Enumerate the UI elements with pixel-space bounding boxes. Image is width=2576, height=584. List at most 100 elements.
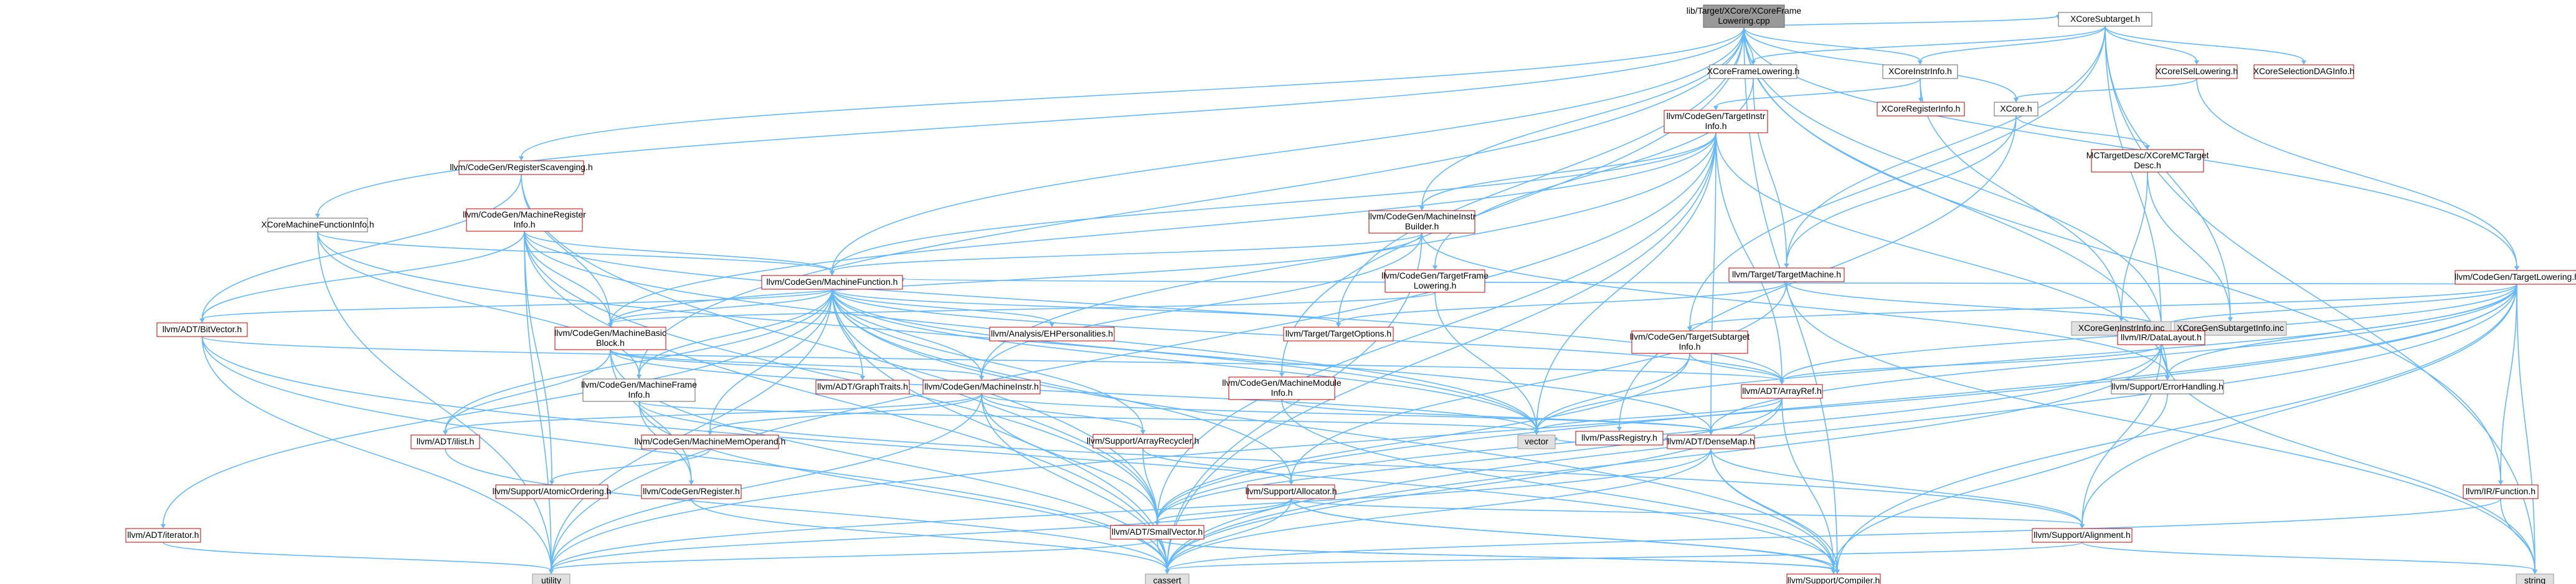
- edge-machinefunction-to-iterator: [163, 289, 833, 525]
- node-xcoresellowering[interactable]: XCoreISelLowering.h: [2156, 64, 2238, 79]
- edge-targetlowering-to-densemap: [1710, 284, 2517, 432]
- node-xcorefuncinfo[interactable]: XCoreMachineFunctionInfo.h: [261, 218, 374, 232]
- node-densemap[interactable]: llvm/ADT/DenseMap.h: [1667, 434, 1755, 449]
- node-targetmachine[interactable]: llvm/Target/TargetMachine.h: [1728, 267, 1845, 282]
- node-xcoreregisterinfo[interactable]: XCoreRegisterInfo.h: [1877, 102, 1965, 117]
- arrowhead-xcoresellowering-to-targetlowering: [2514, 266, 2519, 270]
- node-targetlowering[interactable]: llvm/CodeGen/TargetLowering.h: [2455, 270, 2576, 285]
- node-label: llvm/ADT/GraphTraits.h: [817, 381, 908, 391]
- node-box: [641, 484, 742, 499]
- edge-targetlowering-to-targetsubtargetinfo: [1689, 284, 2517, 328]
- node-label: llvm/PassRegistry.h: [1581, 433, 1657, 443]
- node-arrayref[interactable]: llvm/ADT/ArrayRef.h: [1741, 384, 1823, 399]
- node-box: [1703, 4, 1785, 28]
- node-label: Info.h: [1705, 121, 1726, 131]
- node-iterator[interactable]: llvm/ADT/iterator.h: [125, 528, 201, 543]
- edge-root-to-xcore: [1743, 27, 2017, 99]
- node-string[interactable]: string: [2516, 573, 2554, 584]
- node-machineinstr[interactable]: llvm/CodeGen/MachineInstr.h: [922, 380, 1041, 395]
- edge-machineregisterinfo-to-machinebasicblock: [524, 231, 611, 324]
- node-label: utility: [541, 575, 561, 584]
- node-box: [2253, 64, 2354, 79]
- node-label: XCore.h: [2000, 103, 2032, 113]
- node-box: [2516, 573, 2554, 584]
- node-vector[interactable]: vector: [1517, 434, 1556, 449]
- node-label: XCoreGenInstrInfo.inc: [2078, 323, 2165, 333]
- node-xcoreinstrinfo[interactable]: XCoreInstrInfo.h: [1882, 64, 1958, 79]
- node-smallvector[interactable]: llvm/ADT/SmallVector.h: [1110, 525, 1205, 540]
- arrowhead-xcoresubtarget-to-xcoreinstrinfo: [1918, 60, 1923, 65]
- edge-datalayout-to-arrayref: [1781, 344, 2162, 381]
- edge-machineregisterinfo-to-bitvector: [201, 231, 525, 320]
- node-targetoptions[interactable]: llvm/Target/TargetOptions.h: [1283, 327, 1394, 342]
- edge-machineregisterinfo-to-utility: [524, 231, 552, 571]
- node-xcore[interactable]: XCore.h: [1994, 102, 2039, 117]
- node-passregistry[interactable]: llvm/PassRegistry.h: [1575, 431, 1664, 446]
- node-arrayrecycler[interactable]: llvm/Support/ArrayRecycler.h: [1087, 434, 1200, 449]
- node-box: [1575, 431, 1664, 446]
- arrowhead-xcoreinstrinfo-to-targetinstrinfo: [1713, 106, 1718, 110]
- edge-root-to-xcoreinstrinfo: [1743, 27, 1921, 62]
- node-compiler[interactable]: llvm/Support/Compiler.h: [1786, 573, 1881, 584]
- edge-targetframelowering-to-vector: [1434, 292, 1537, 432]
- node-box: [1247, 484, 1335, 499]
- node-box: [1283, 327, 1394, 342]
- edge-densemap-to-cassert: [1167, 448, 1712, 571]
- edge-machineinstr-to-arrayrecycler: [981, 393, 1144, 431]
- edge-machinefunction-to-bitvector: [201, 289, 833, 320]
- edge-machinebasicblock-to-machineinstr: [610, 349, 982, 377]
- node-label: llvm/CodeGen/Register.h: [643, 486, 740, 496]
- edge-root-to-xcorefuncinfo: [317, 27, 1745, 215]
- arrowhead-smallvector-to-compiler: [1831, 570, 1836, 574]
- node-machinefunction[interactable]: llvm/CodeGen/MachineFunction.h: [761, 275, 903, 290]
- node-atomicordering[interactable]: llvm/Support/AtomicOrdering.h: [493, 484, 612, 499]
- node-ilist[interactable]: llvm/ADT/ilist.h: [410, 434, 480, 449]
- node-bitvector[interactable]: llvm/ADT/BitVector.h: [156, 322, 248, 337]
- edge-root-to-machinemoduleinfo: [1281, 27, 1745, 374]
- node-utility[interactable]: utility: [532, 573, 571, 584]
- node-function[interactable]: llvm/IR/Function.h: [2463, 484, 2539, 499]
- arrowhead-allocator-to-alignment: [2080, 524, 2085, 529]
- node-label: XCoreISelLowering.h: [2156, 66, 2238, 76]
- edge-allocator-to-algorithm: [1290, 498, 1838, 571]
- node-label: llvm/CodeGen/MachineMemOperand.h: [635, 436, 786, 446]
- node-label: llvm/IR/Function.h: [2466, 486, 2536, 496]
- node-allocator[interactable]: llvm/Support/Allocator.h: [1245, 484, 1337, 499]
- node-errorhandling[interactable]: llvm/Support/ErrorHandling.h: [2111, 380, 2224, 395]
- arrowhead-machineinstr-to-ilist: [443, 431, 448, 435]
- node-xcoresubtarget[interactable]: XCoreSubtarget.h: [2058, 12, 2152, 27]
- node-label: XCoreGenSubtargetInfo.inc: [2177, 323, 2284, 333]
- node-label: llvm/CodeGen/MachineModule: [1222, 378, 1342, 388]
- node-datalayout[interactable]: llvm/IR/DataLayout.h: [2117, 330, 2205, 345]
- edge-allocator-to-compiler: [1290, 498, 1834, 571]
- edge-machinefunction-to-allocator: [831, 289, 1292, 482]
- node-alignment[interactable]: llvm/Support/Alignment.h: [2032, 528, 2133, 543]
- node-box: [2455, 270, 2576, 285]
- node-xcoreframelowering[interactable]: XCoreFrameLowering.h: [1707, 64, 1800, 79]
- edge-root-to-xcoresubtarget: [1743, 15, 2059, 28]
- node-label: llvm/Support/Alignment.h: [2034, 530, 2131, 540]
- node-ehpersonalities[interactable]: llvm/Analysis/EHPersonalities.h: [989, 327, 1115, 342]
- node-cassert[interactable]: cassert: [1145, 573, 1190, 584]
- edge-xcoresubtarget-to-targetmachine: [1786, 26, 2106, 265]
- node-label: Desc.h: [2134, 160, 2161, 170]
- node-machinememoperand[interactable]: llvm/CodeGen/MachineMemOperand.h: [635, 434, 786, 449]
- node-xcoreseldag[interactable]: XCoreSelectionDAGInfo.h: [2253, 64, 2355, 79]
- edge-machineinstr-to-machinememoperand: [709, 393, 982, 432]
- node-graphtraits[interactable]: llvm/ADT/GraphTraits.h: [815, 380, 910, 395]
- node-register[interactable]: llvm/CodeGen/Register.h: [641, 484, 742, 499]
- node-label: llvm/ADT/DenseMap.h: [1667, 436, 1754, 446]
- node-root[interactable]: lib/Target/XCore/XCoreFrameLowering.cpp: [1687, 4, 1802, 28]
- node-label: Lowering.h: [1414, 280, 1457, 290]
- node-regscavenging[interactable]: llvm/CodeGen/RegisterScavenging.h: [450, 160, 593, 175]
